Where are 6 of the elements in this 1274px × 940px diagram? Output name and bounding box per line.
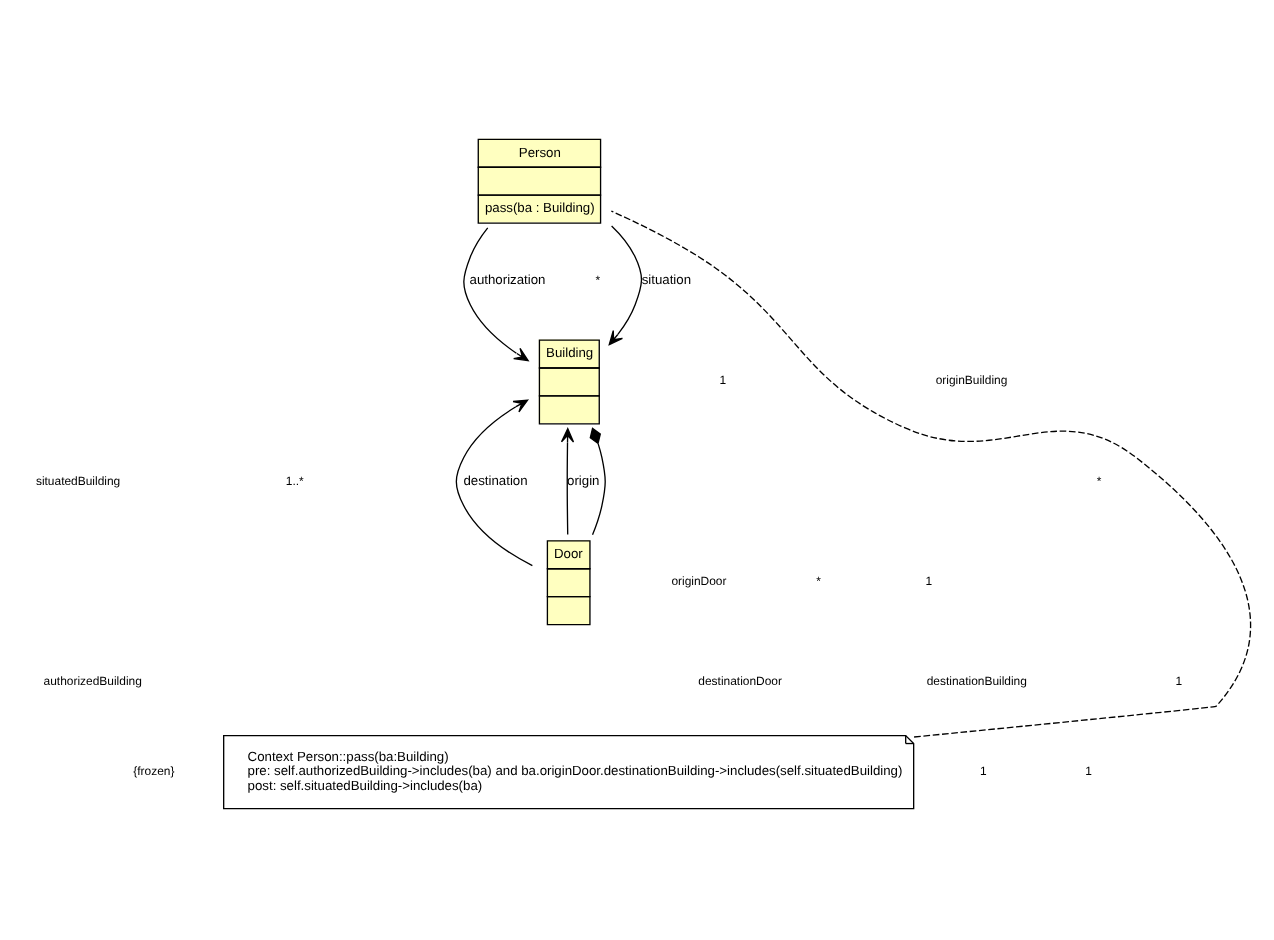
connector [610,209,1252,737]
arrow [608,224,643,345]
arrow [455,398,534,566]
arrow [463,226,529,361]
arrow [560,427,575,535]
connector [589,426,606,535]
